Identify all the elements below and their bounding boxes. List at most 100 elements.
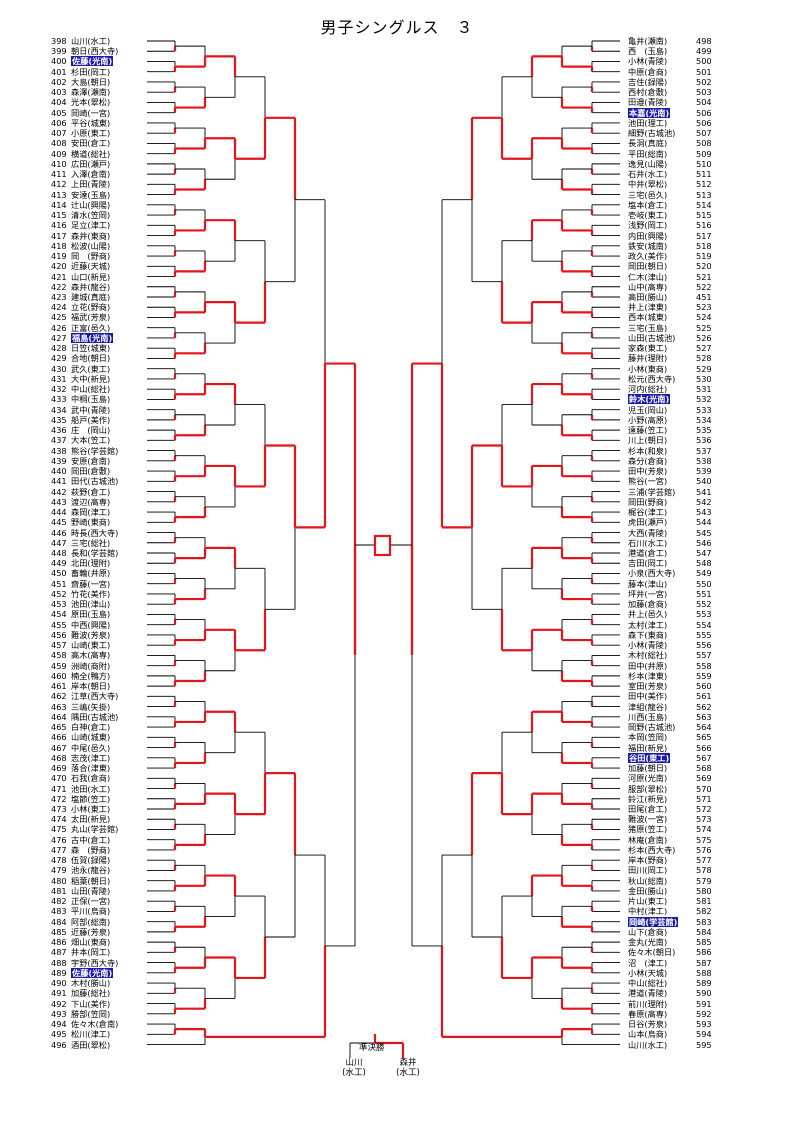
player-name: 熊谷(一宮)	[628, 476, 668, 487]
player-entry: 446 時長(西大寺)	[51, 528, 118, 538]
player-number: 529	[696, 363, 712, 374]
player-number: 406	[51, 117, 67, 128]
player-name: 沼 (津工)	[628, 957, 668, 968]
player-number: 578	[696, 865, 712, 876]
player-name: 藤井(理附)	[628, 353, 668, 364]
player-name: 朝日(西大寺)	[71, 46, 119, 57]
player-number: 493	[51, 1008, 67, 1019]
player-number: 438	[51, 445, 67, 456]
player-number: 411	[51, 169, 67, 180]
player-name: 清水(笠岡)	[71, 210, 111, 221]
player-number: 458	[51, 650, 67, 661]
player-number: 470	[51, 773, 67, 784]
player-number: 439	[51, 455, 67, 466]
player-name: 前川(理附)	[628, 998, 668, 1009]
player-number: 585	[696, 937, 712, 948]
player-number: 592	[696, 1008, 712, 1019]
player-number: 567	[696, 752, 712, 763]
player-number: 557	[696, 650, 712, 661]
player-name: 森分(倉商)	[628, 455, 668, 466]
player-name: 山川(水工)	[628, 1039, 668, 1050]
player-name: 立花(野商)	[71, 302, 111, 313]
player-number: 484	[51, 916, 67, 927]
player-name: 福島(光南)	[71, 332, 114, 343]
player-number: 427	[51, 332, 67, 343]
player-number: 409	[51, 148, 67, 159]
player-name: 時長(西大寺)	[71, 527, 119, 538]
player-number: 515	[696, 210, 712, 221]
final-left-school: (水工)	[342, 1068, 366, 1078]
player-number: 552	[696, 599, 712, 610]
player-name: 大島(朝日)	[71, 76, 111, 87]
player-name: 酒田(翠松)	[71, 1039, 111, 1050]
player-number: 569	[696, 773, 712, 784]
player-number: 521	[696, 271, 712, 282]
player-number: 518	[696, 240, 712, 251]
player-number: 517	[696, 230, 712, 241]
player-name: 服部(翠松)	[628, 783, 668, 794]
semifinal-label: 準決勝	[359, 1043, 385, 1053]
player-name: 楠全(鴨方)	[71, 670, 111, 681]
player-name: 岸本(野商)	[628, 855, 668, 866]
player-name: 福田(新見)	[628, 742, 668, 753]
player-number: 416	[51, 220, 67, 231]
player-name: 山口(新見)	[71, 271, 111, 282]
player-number: 549	[696, 568, 712, 579]
player-name: 森澤(瀬南)	[71, 87, 111, 98]
player-name: 岡田(倉敷)	[71, 466, 111, 477]
player-number: 469	[51, 763, 67, 774]
player-number: 430	[51, 363, 67, 374]
player-number: 405	[51, 107, 67, 118]
player-name: 中山(総社)	[628, 978, 668, 989]
player-name: 中山(総社)	[71, 384, 111, 395]
player-entry: 403 森澤(瀬南)	[51, 87, 110, 97]
player-name: 塩節(笠工)	[71, 793, 111, 804]
player-number: 509	[696, 148, 712, 159]
player-number: 511	[696, 169, 712, 180]
player-name: 庄 (岡山)	[71, 425, 111, 436]
player-number: 570	[696, 783, 712, 794]
player-name: 西村(倉敷)	[628, 87, 668, 98]
player-name: 原田(玉島)	[71, 609, 111, 620]
player-name: 鈴江(新見)	[628, 793, 668, 804]
player-name: 山本(烏商)	[628, 1029, 668, 1040]
player-name: 吉田(岡工)	[628, 558, 668, 569]
player-number: 495	[51, 1029, 67, 1040]
player-number: 403	[51, 87, 67, 98]
player-name: 逸見(山陽)	[628, 158, 668, 169]
player-number: 446	[51, 527, 67, 538]
player-name: 港道(青陵)	[628, 988, 668, 999]
player-name: 井上(邑久)	[628, 609, 668, 620]
player-number: 514	[696, 199, 712, 210]
player-name: 井上(津東)	[628, 302, 668, 313]
player-number: 480	[51, 875, 67, 886]
